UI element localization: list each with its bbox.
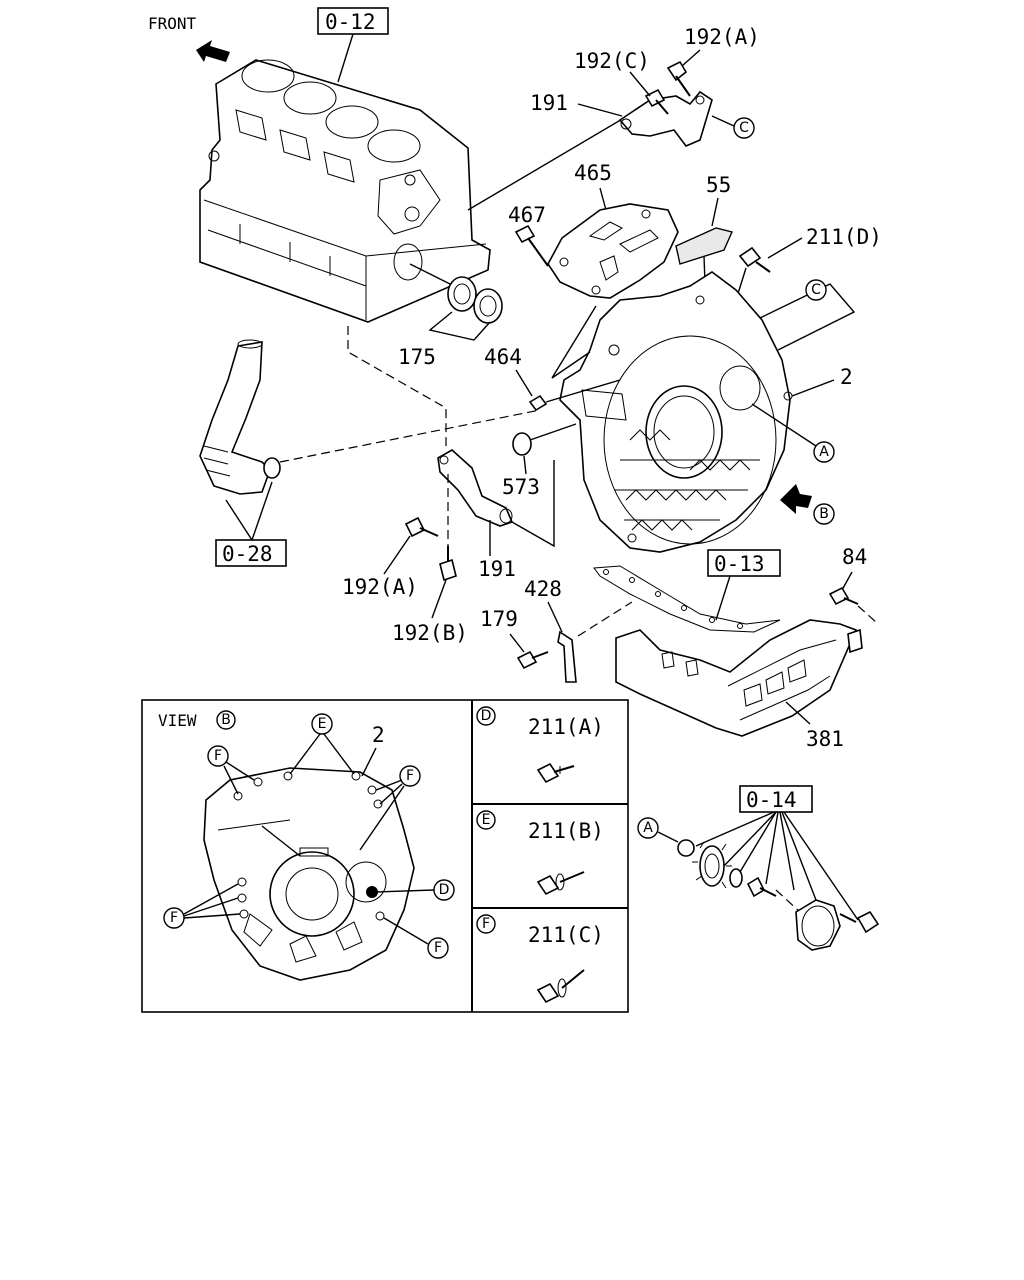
bolt-panel-e-callout — [476, 810, 496, 830]
callout-f-view-top-left[interactable] — [207, 745, 229, 767]
view-title: VIEW — [158, 711, 197, 730]
part-label-84[interactable]: 84 — [842, 545, 867, 569]
bolt-panel-e-label[interactable]: 211(B) — [528, 819, 604, 843]
pad-55: 55 — [675, 173, 733, 311]
callout-f-view-right-letter: F — [434, 940, 442, 956]
callout-e-view-letter: E — [318, 716, 327, 732]
part-label-192a-top[interactable]: 192(A) — [684, 25, 760, 49]
part-label-428[interactable]: 428 — [524, 577, 562, 601]
part-label-465[interactable]: 465 — [574, 161, 612, 185]
front-label: FRONT — [148, 14, 197, 33]
part-label-211d[interactable]: 211(D) — [806, 225, 882, 249]
part-label-191-top[interactable]: 191 — [530, 91, 568, 115]
gear-assembly: 0-14 A — [637, 785, 880, 951]
part-label-464[interactable]: 464 — [484, 345, 522, 369]
bolt-panel-f-label[interactable]: 211(C) — [528, 923, 604, 947]
callout-f-view-left-letter: F — [170, 910, 178, 926]
callout-c-top-letter: C — [739, 120, 749, 136]
callout-b-housing[interactable] — [813, 503, 835, 525]
view-part-label-2[interactable]: 2 — [372, 723, 385, 747]
ref-box-0-13[interactable] — [707, 549, 781, 577]
callout-f-view-top-left-letter: F — [214, 748, 222, 764]
part-label-55[interactable]: 55 — [706, 173, 731, 197]
flywheel-housing: 2 C A B — [551, 271, 856, 553]
callout-c-housing[interactable] — [805, 279, 827, 301]
bolt-panel-e: E 211(B) — [476, 810, 604, 896]
callout-f-view-top-right-letter: F — [406, 768, 414, 784]
part-label-573[interactable]: 573 — [502, 475, 540, 499]
callout-c-top[interactable] — [733, 117, 755, 139]
bolts-192-bottom: 192(A) 192(B) — [342, 474, 468, 645]
view-title-callout — [216, 710, 236, 730]
ref-box-0-14[interactable] — [739, 785, 813, 813]
callout-a-gear[interactable] — [637, 817, 659, 839]
engine-block: 0-12 — [199, 7, 625, 323]
bolt-panel-e-letter: E — [482, 812, 491, 828]
plate-465: 465 467 — [508, 161, 679, 299]
ref-label-0-28[interactable]: 0-28 — [222, 542, 273, 566]
bolt-panel-f-letter: F — [482, 916, 490, 932]
callout-c-housing-letter: C — [811, 282, 821, 298]
part-label-191-bottom[interactable]: 191 — [478, 557, 516, 581]
bolt-panel-d: D 211(A) — [476, 706, 604, 784]
part-label-192c[interactable]: 192(C) — [574, 49, 650, 73]
ref-label-0-13[interactable]: 0-13 — [714, 552, 765, 576]
bolt-panel-f: F 211(C) — [476, 914, 604, 1004]
gasket-and-cover: 0-13 381 84 — [593, 545, 877, 751]
ref-label-0-12[interactable]: 0-12 — [325, 10, 376, 34]
pin-464: 464 — [484, 345, 621, 412]
part-label-192b[interactable]: 192(B) — [392, 621, 468, 645]
front-indicator: FRONT — [148, 14, 230, 62]
callout-f-view-top-right[interactable] — [399, 765, 421, 787]
view-b-arrow-icon — [780, 484, 812, 514]
view-title-letter: B — [221, 712, 231, 728]
oil-seal-175: 175 — [398, 263, 503, 369]
callout-f-view-right[interactable] — [427, 937, 449, 959]
view-b-panel: VIEW B 2 E F F F F — [141, 699, 629, 1013]
callout-d-view-letter: D — [439, 882, 450, 898]
bracket-428: 428 179 — [480, 577, 633, 683]
part-label-179[interactable]: 179 — [480, 607, 518, 631]
ref-box-0-28[interactable] — [215, 539, 287, 567]
part-label-381[interactable]: 381 — [806, 727, 844, 751]
bolt-panel-d-callout — [476, 706, 496, 726]
bracket-191-bottom: 191 — [347, 326, 555, 581]
bracket-191-top: 191 192(C) 192(A) C — [530, 25, 760, 147]
front-arrow-icon — [196, 40, 230, 62]
bolt-panel-d-label[interactable]: 211(A) — [528, 715, 604, 739]
part-label-467[interactable]: 467 — [508, 203, 546, 227]
oring-573: 573 — [502, 423, 577, 499]
callout-b-housing-letter: B — [819, 506, 829, 522]
part-label-2[interactable]: 2 — [840, 365, 853, 389]
callout-e-view[interactable] — [311, 713, 333, 735]
callout-a-gear-letter: A — [643, 820, 653, 836]
part-label-192a-bottom[interactable]: 192(A) — [342, 575, 418, 599]
hose-assembly: 0-28 — [199, 339, 541, 567]
bolt-panel-d-letter: D — [481, 708, 492, 724]
ref-label-0-14[interactable]: 0-14 — [746, 788, 797, 812]
bolt-panel-f-callout — [476, 914, 496, 934]
part-label-175[interactable]: 175 — [398, 345, 436, 369]
callout-a-housing[interactable] — [813, 441, 835, 463]
callout-a-housing-letter: A — [819, 444, 829, 460]
